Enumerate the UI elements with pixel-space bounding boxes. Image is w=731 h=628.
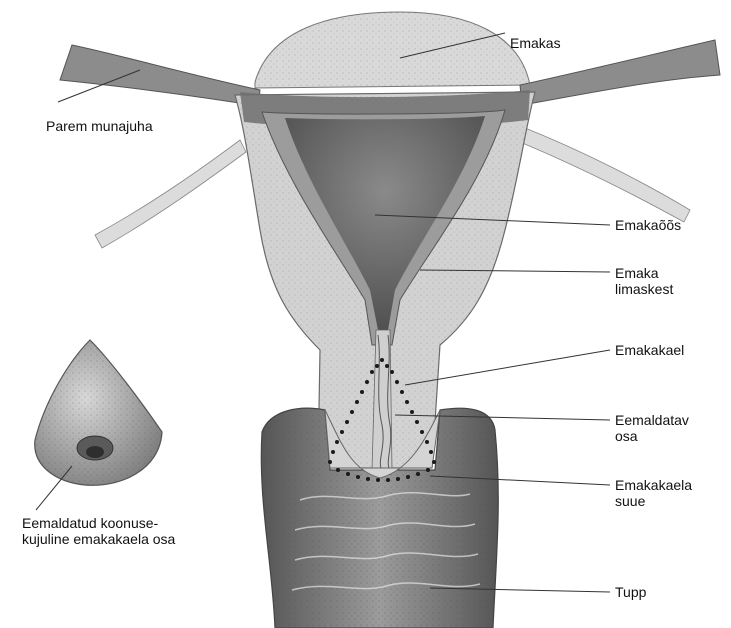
label-parem-munajuha-text: Parem munajuha — [46, 118, 153, 134]
label-emakakael: Emakakael — [615, 342, 684, 358]
label-eemaldatud-line2: kujuline emakakaela osa — [22, 531, 175, 547]
label-emakakaela-suue-line2: suue — [615, 493, 692, 509]
label-emakas-text: Emakas — [510, 35, 561, 51]
removed-cone-specimen — [35, 340, 162, 485]
label-emakaoos-text: Emakaõõs — [615, 217, 681, 233]
label-tupp-text: Tupp — [615, 584, 646, 600]
label-emaka-limaskest: Emaka limaskest — [615, 265, 673, 297]
label-parem-munajuha: Parem munajuha — [46, 118, 153, 134]
label-eemaldatav-osa: Eemaldatav osa — [615, 412, 689, 444]
label-eemaldatud-line1: Eemaldatud koonuse- — [22, 515, 175, 531]
right-ligament — [520, 128, 690, 222]
label-eemaldatav-osa-line2: osa — [615, 428, 689, 444]
label-emaka-limaskest-line1: Emaka — [615, 265, 673, 281]
label-emaka-limaskest-line2: limaskest — [615, 281, 673, 297]
label-emakas: Emakas — [510, 35, 561, 51]
label-emakakael-text: Emakakael — [615, 342, 684, 358]
left-ligament — [95, 140, 246, 248]
label-tupp: Tupp — [615, 584, 646, 600]
label-emakakaela-suue-line1: Emakakaela — [615, 477, 692, 493]
label-eemaldatud: Eemaldatud koonuse- kujuline emakakaela … — [22, 515, 175, 547]
label-emakaoos: Emakaõõs — [615, 217, 681, 233]
label-emakakaela-suue: Emakakaela suue — [615, 477, 692, 509]
left-fallopian-tube — [60, 45, 260, 106]
label-eemaldatav-osa-line1: Eemaldatav — [615, 412, 689, 428]
